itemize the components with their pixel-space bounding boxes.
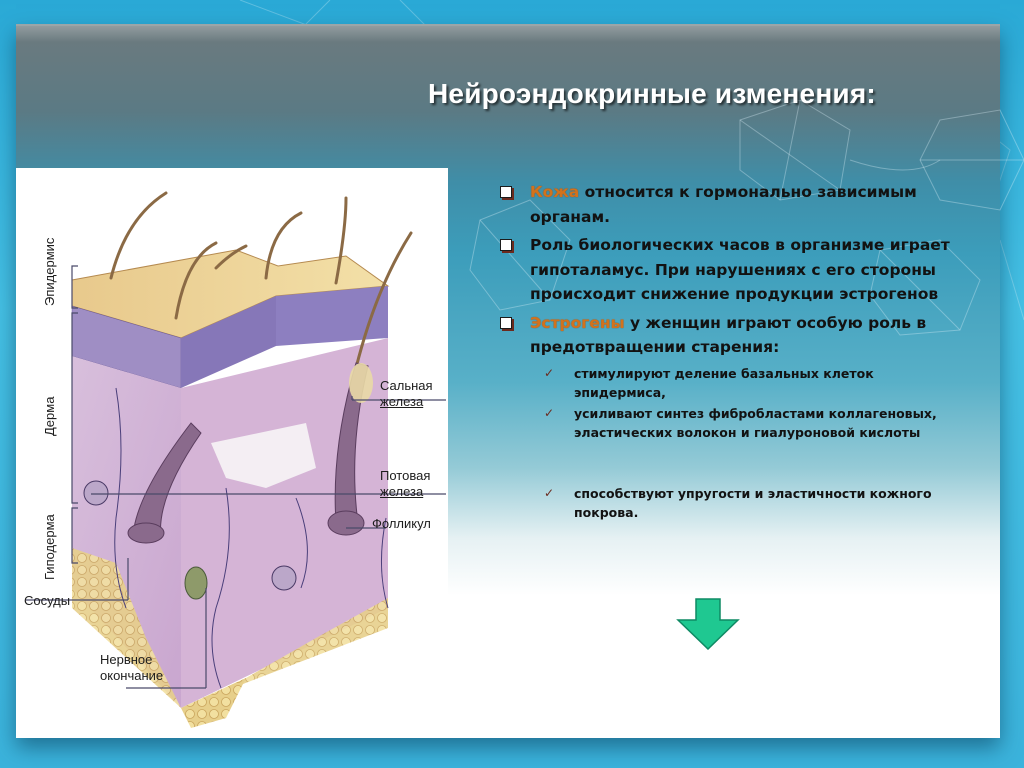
label-sweat-1: Потовая <box>380 468 431 483</box>
bullet-item: Кожа относится к гормонально зависимым о… <box>498 180 968 229</box>
label-nerve-1: Нервное <box>100 652 153 667</box>
checkmark-icon: ✓ <box>544 365 555 380</box>
label-sebaceous-2: железа <box>380 394 424 409</box>
sub-bullet-text: способствуют упругости и эластичности ко… <box>574 485 932 520</box>
bullet-text: относится к гормонально зависимым органа… <box>530 183 917 226</box>
sub-bullet-text: стимулируют деление базальных клеток эпи… <box>574 365 874 400</box>
highlight-text: Кожа <box>530 183 580 201</box>
sub-bullet-text: усиливают синтез фибробластами коллагено… <box>574 405 937 440</box>
label-vessels: Сосуды <box>24 593 71 608</box>
bullet-text: Роль биологических часов в организме игр… <box>530 236 950 303</box>
slide-title: Нейроэндокринные изменения: <box>428 78 876 109</box>
checkmark-icon: ✓ <box>544 485 555 500</box>
down-arrow-icon <box>676 598 740 651</box>
label-epidermis: Эпидермис <box>42 237 57 306</box>
checkmark-icon: ✓ <box>544 405 555 420</box>
molecule-decoration <box>440 99 1024 520</box>
checkbox-bullet-icon <box>500 239 512 251</box>
label-follicle: Фолликул <box>372 516 431 531</box>
checkbox-bullet-icon <box>500 316 512 329</box>
label-nerve-2: окончание <box>100 668 164 683</box>
checkbox-bullet-icon <box>500 186 512 198</box>
label-sebaceous-1: Сальная <box>380 378 433 393</box>
bullet-text: у женщин играют особую роль в предотвращ… <box>530 313 927 357</box>
bullet-item: Эстрогены у женщин играют особую роль в … <box>498 311 968 360</box>
sub-bullet-item: ✓ стимулируют деление базальных клеток э… <box>498 364 968 402</box>
bullet-list: Кожа относится к гормонально зависимым о… <box>498 180 968 524</box>
sub-bullet-item: ✓ усиливают синтез фибробластами коллаге… <box>498 404 968 442</box>
skin-cross-section-illustration <box>26 191 446 728</box>
highlight-text: Эстрогены <box>530 313 625 332</box>
bullet-item: Роль биологических часов в организме игр… <box>498 233 968 307</box>
label-sweat-2: железа <box>380 484 424 499</box>
panel-sheen <box>16 26 1000 42</box>
label-dermis: Дерма <box>42 396 57 436</box>
sub-bullet-item: ✓ способствуют упругости и эластичности … <box>498 484 968 522</box>
skin-diagram: Эпидермис Дерма Гиподерма Сальная железа… <box>16 168 448 736</box>
label-hypodermis: Гиподерма <box>42 514 57 580</box>
